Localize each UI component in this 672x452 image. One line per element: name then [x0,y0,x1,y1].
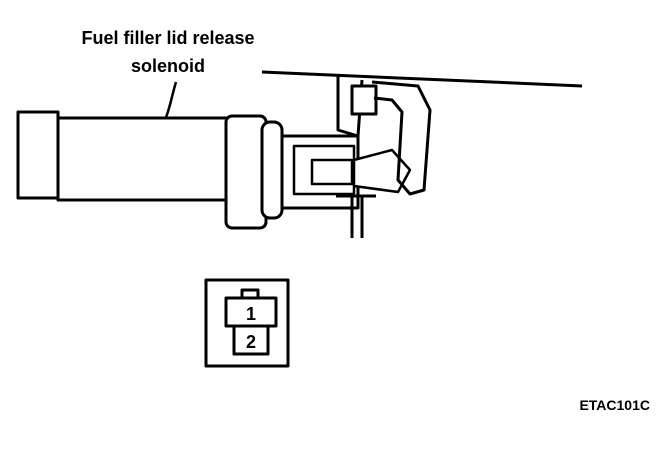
component-label-line1: Fuel filler lid release [81,28,254,48]
figure-code: ETAC101C [579,397,650,413]
connector-terminal-view [204,278,290,368]
solenoid-plunger [292,144,412,196]
connector-pin-2: 2 [246,332,256,352]
component-label-line2: solenoid [131,56,205,76]
connector-pin-1: 1 [246,304,256,324]
mounting-bracket [261,70,583,238]
leader-line [163,81,178,121]
